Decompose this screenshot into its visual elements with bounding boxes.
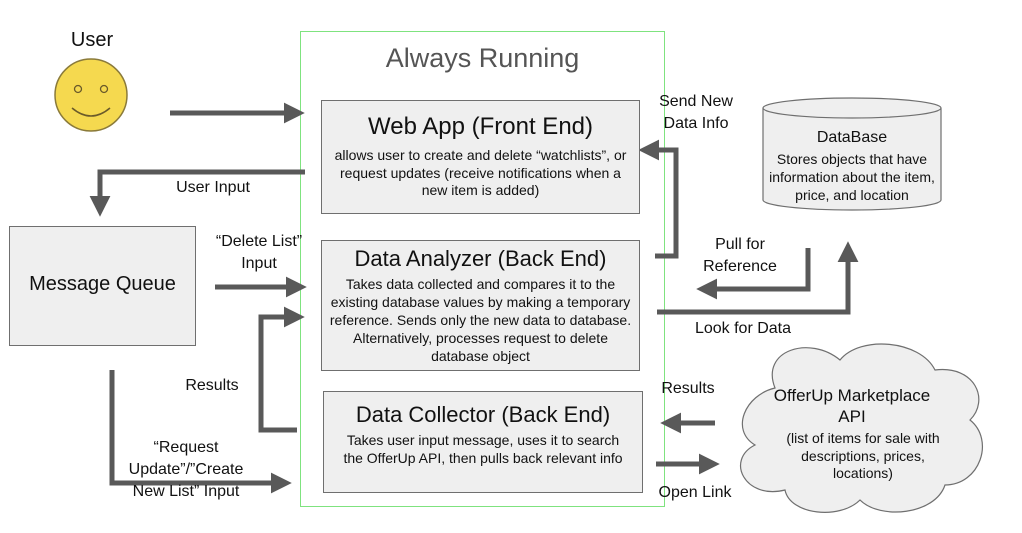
offerup-api-title: OfferUp Marketplace API (773, 386, 931, 426)
message-queue-box: Message Queue (9, 226, 196, 346)
user-smiley-icon (54, 58, 128, 132)
always-running-title: Always Running (385, 43, 580, 73)
label-results-right: Results (661, 380, 715, 397)
arrow-pull-reference (696, 248, 811, 300)
arrow-request-update (109, 370, 292, 494)
data-analyzer-title: Data Analyzer (Back End) (354, 246, 607, 271)
label-pull-for-reference: Pull for Reference (703, 236, 777, 275)
label-user-input: User Input (176, 179, 250, 196)
data-collector-box: Data Collector (Back End) Takes user inp… (323, 391, 643, 493)
always-running-container (300, 31, 665, 507)
message-queue-title: Message Queue (29, 273, 176, 295)
arrow-user-input (89, 169, 305, 217)
data-collector-description: Takes user input message, uses it to sea… (343, 432, 623, 466)
user-label: User (70, 29, 114, 51)
data-analyzer-box: Data Analyzer (Back End) Takes data coll… (321, 240, 640, 371)
arrow-send-new-data (638, 139, 679, 259)
arrow-look-for-data (657, 241, 859, 315)
label-request-update-input: “Request Update”/”Create New List” Input (128, 439, 244, 500)
label-results-left: Results (185, 377, 239, 394)
label-look-for-data: Look for Data (694, 320, 792, 337)
data-collector-title: Data Collector (Back End) (355, 402, 611, 427)
database-cylinder-icon (762, 97, 942, 211)
data-analyzer-description: Takes data collected and compares it to … (329, 276, 632, 364)
arrow-results-left (258, 306, 305, 433)
database-description: Stores objects that have information abo… (769, 151, 935, 203)
database-title: DataBase (816, 129, 888, 146)
label-open-link: Open Link (658, 484, 732, 501)
offerup-cloud-shape (740, 343, 983, 513)
label-send-new-data-info: Send New Data Info (659, 93, 733, 132)
web-app-description: allows user to create and delete “watchl… (334, 147, 627, 198)
offerup-api-description: (list of items for sale with description… (786, 430, 940, 481)
label-delete-list-input: “Delete List” Input (215, 233, 303, 272)
web-app-title: Web App (Front End) (368, 113, 593, 140)
web-app-box: Web App (Front End) allows user to creat… (321, 100, 640, 214)
